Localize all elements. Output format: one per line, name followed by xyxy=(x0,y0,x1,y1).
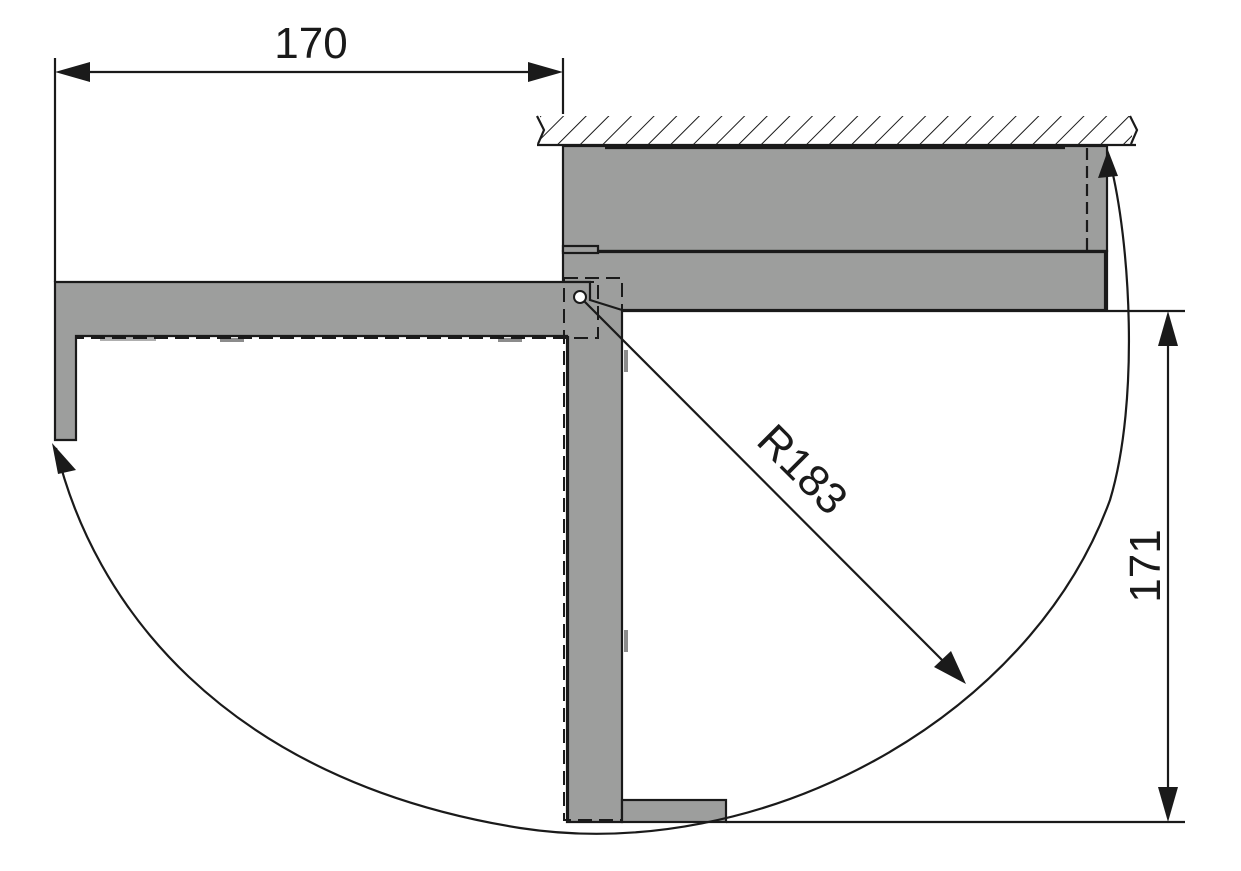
wall-hatch xyxy=(536,115,1139,147)
radius-label: R183 xyxy=(748,415,857,524)
fixed-cabinet xyxy=(561,144,1109,312)
radius-dimension: R183 xyxy=(583,300,966,684)
width-dimension: 170 xyxy=(53,19,565,282)
height-dimension: 171 xyxy=(622,309,1185,824)
width-label: 170 xyxy=(274,19,347,68)
height-label: 171 xyxy=(1121,529,1170,602)
panel-open-position xyxy=(53,277,728,824)
swing-arc xyxy=(52,150,1130,835)
